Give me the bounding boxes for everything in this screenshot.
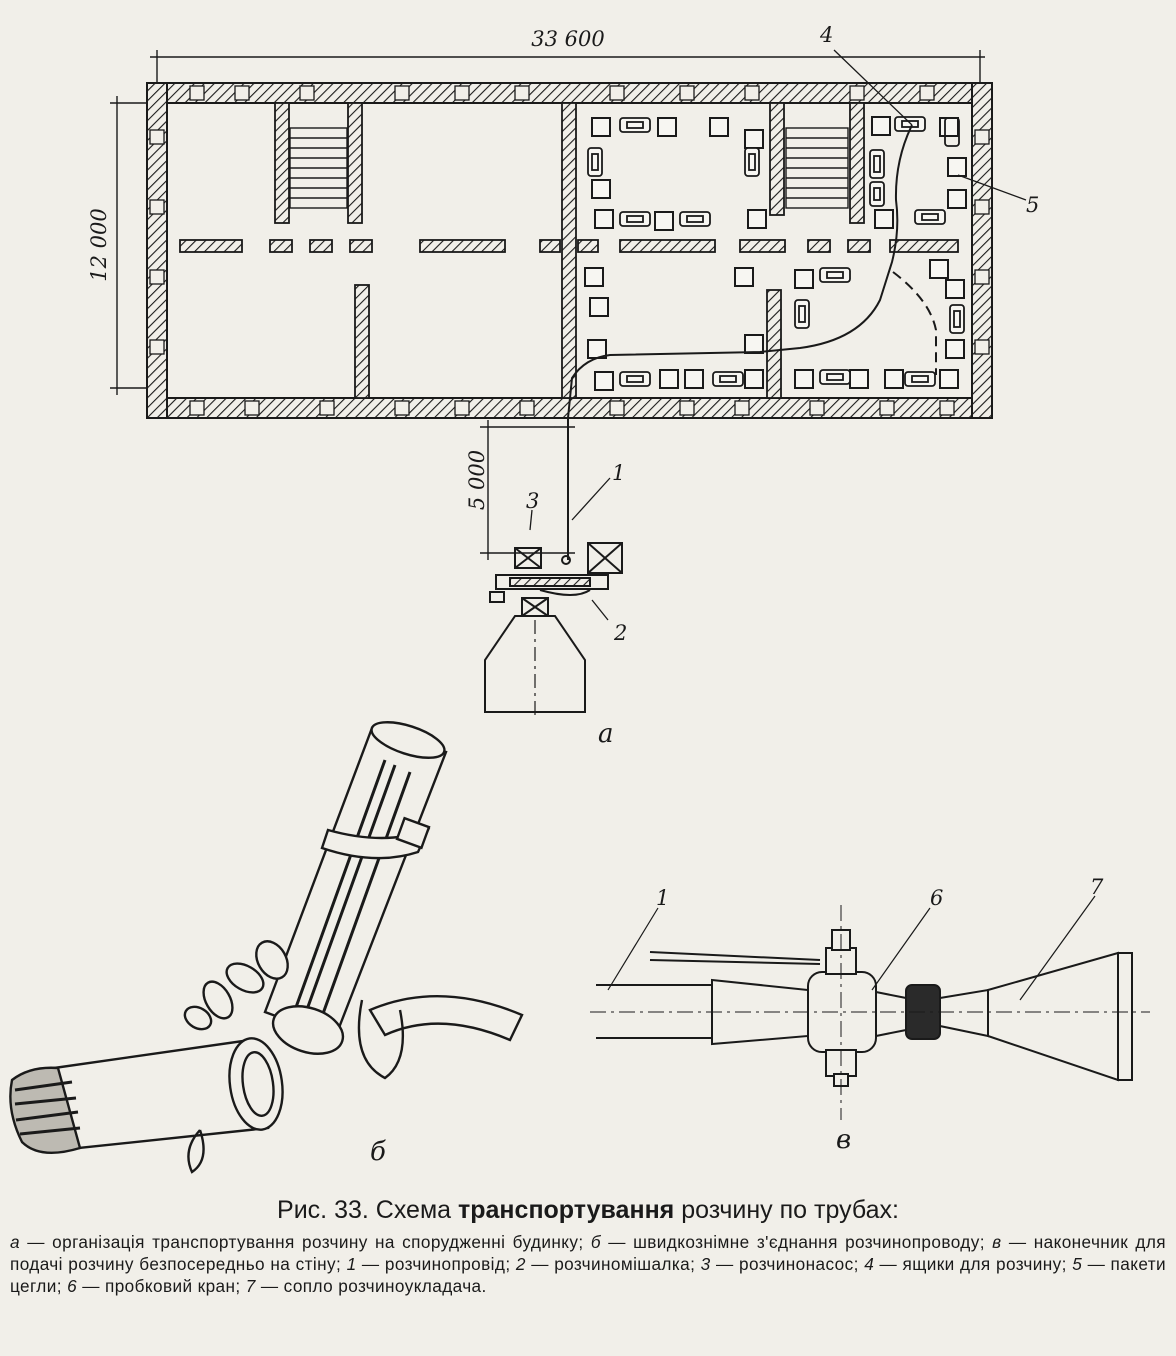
pump-and-mixer	[484, 542, 623, 715]
callout-5: 5	[1026, 193, 1039, 217]
nozzle-callout-6: 6	[930, 886, 943, 910]
caption-item-key: 5	[1072, 1254, 1083, 1274]
dimensions	[110, 50, 985, 560]
caption-item-key: 1	[346, 1254, 357, 1274]
caption-item-text: — розчинонасос;	[710, 1254, 865, 1274]
callout-3: 3	[526, 489, 539, 513]
caption-fig-prefix: Рис. 33.	[277, 1196, 369, 1224]
caption-item-text: — сопло розчиноукладача.	[255, 1276, 487, 1296]
caption-item-text: — організація транспортування розчину на…	[19, 1232, 591, 1252]
caption-item-key: 6	[67, 1276, 78, 1296]
nozzle-callout-7: 7	[1090, 875, 1104, 899]
caption-item-text: — швидкознімне з'єднання розчинопроводу;	[600, 1232, 993, 1252]
caption-item-key: а	[10, 1232, 20, 1252]
caption-item-key: 2	[515, 1254, 526, 1274]
nozzle-drawing	[590, 905, 1150, 1120]
plan-leaders	[529, 49, 1027, 621]
caption-title-plain: Схема	[375, 1196, 452, 1224]
caption-item-text: — розчиномішалка;	[525, 1254, 701, 1274]
caption-legend: а — організація транспортування розчину …	[10, 1231, 1166, 1297]
callout-2: 2	[613, 621, 627, 645]
caption-title: Рис. 33. Схема транспортування розчину п…	[10, 1196, 1166, 1225]
part-a-letter: а	[598, 719, 614, 749]
figure-caption: Рис. 33. Схема транспортування розчину п…	[10, 1196, 1166, 1297]
dimension-length: 33 600	[531, 27, 604, 51]
part-b-letter: б	[370, 1137, 386, 1167]
dimension-width: 12 000	[87, 208, 111, 281]
caption-item-key: б	[590, 1232, 601, 1252]
caption-item-text: — наконечник для подачі розчину безпосер…	[10, 1232, 1166, 1274]
callout-1: 1	[612, 461, 625, 485]
callout-4: 4	[819, 23, 833, 47]
figure-canvas: 33 600 12 000 5 000 4 5 1 3 2 а	[9, 23, 1150, 1174]
caption-item-text: — ящики для розчину;	[874, 1254, 1073, 1274]
caption-item-key: в	[992, 1232, 1002, 1252]
dimension-distance: 5 000	[465, 450, 489, 510]
floor-plan	[146, 82, 993, 560]
caption-item-text: — пакети цегли;	[10, 1254, 1166, 1296]
quick-coupling-drawing	[9, 721, 524, 1174]
caption-item-text: — розчинопровід;	[356, 1254, 516, 1274]
caption-item-key: 4	[864, 1254, 875, 1274]
caption-item-key: 3	[700, 1254, 711, 1274]
caption-item-text: — пробковий кран;	[77, 1276, 246, 1296]
nozzle-callout-1: 1	[656, 886, 669, 910]
caption-title-bold: транспортування	[458, 1196, 675, 1224]
part-v-letter: в	[836, 1125, 851, 1155]
caption-title-rest: розчину по трубах:	[681, 1196, 899, 1224]
caption-item-key: 7	[245, 1276, 256, 1296]
